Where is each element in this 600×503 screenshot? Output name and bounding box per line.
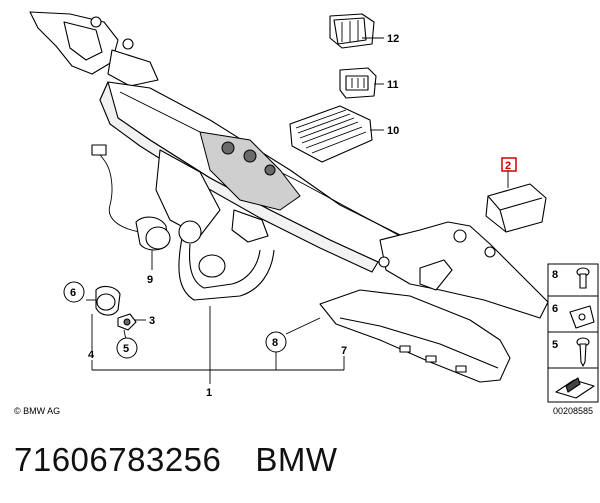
socket-with-cable [91, 144, 171, 251]
callout-5: 5 [123, 343, 129, 355]
right-mounting-bracket [378, 221, 549, 319]
connector-part-12 [329, 13, 375, 49]
parts-diagram: 12 11 10 2 9 6 3 5 4 8 7 1 8 6 5 [14, 11, 599, 416]
mounting-hardware [95, 285, 137, 331]
leader-lines [86, 37, 384, 384]
panel-number-6: 6 [552, 303, 558, 315]
callout-2: 2 [505, 160, 511, 172]
panel-number-5: 5 [552, 339, 558, 351]
cover-part-7 [319, 289, 511, 383]
clip-nut-icon [569, 305, 595, 329]
module-part-2 [485, 170, 547, 233]
side-parts-panel: 8 6 5 [547, 263, 599, 403]
diagram-code: 00208585 [553, 406, 593, 416]
callout-8: 8 [272, 337, 278, 349]
callout-10: 10 [387, 125, 399, 137]
callout-8-circle [265, 331, 287, 353]
callout-9: 9 [147, 274, 153, 286]
callout-11: 11 [387, 79, 399, 91]
bolt-icon [576, 267, 590, 289]
tow-ball-assembly [155, 131, 301, 301]
part-caption: 71606783256 BMW [14, 441, 338, 479]
control-module-part-10 [289, 105, 373, 163]
washer-plate-icon [555, 377, 595, 399]
brand-name: BMW [255, 441, 338, 478]
callout-12: 12 [387, 33, 399, 45]
part-number: 71606783256 [14, 441, 222, 478]
left-mounting-bracket [29, 11, 159, 87]
callout-4: 4 [88, 349, 95, 361]
callout-7: 7 [341, 345, 347, 357]
connector-part-11 [339, 67, 377, 99]
screw-icon [576, 337, 590, 367]
callout-2-highlight-box [501, 157, 517, 172]
copyright-text: © BMW AG [14, 406, 60, 416]
callout-5-circle [116, 337, 138, 359]
panel-number-8: 8 [552, 269, 558, 281]
callout-6-circle [63, 281, 85, 303]
callout-labels: 12 11 10 2 9 6 3 5 4 8 7 1 [63, 33, 517, 399]
callout-6: 6 [70, 287, 76, 299]
callout-1: 1 [206, 387, 212, 399]
callout-3: 3 [149, 315, 155, 327]
